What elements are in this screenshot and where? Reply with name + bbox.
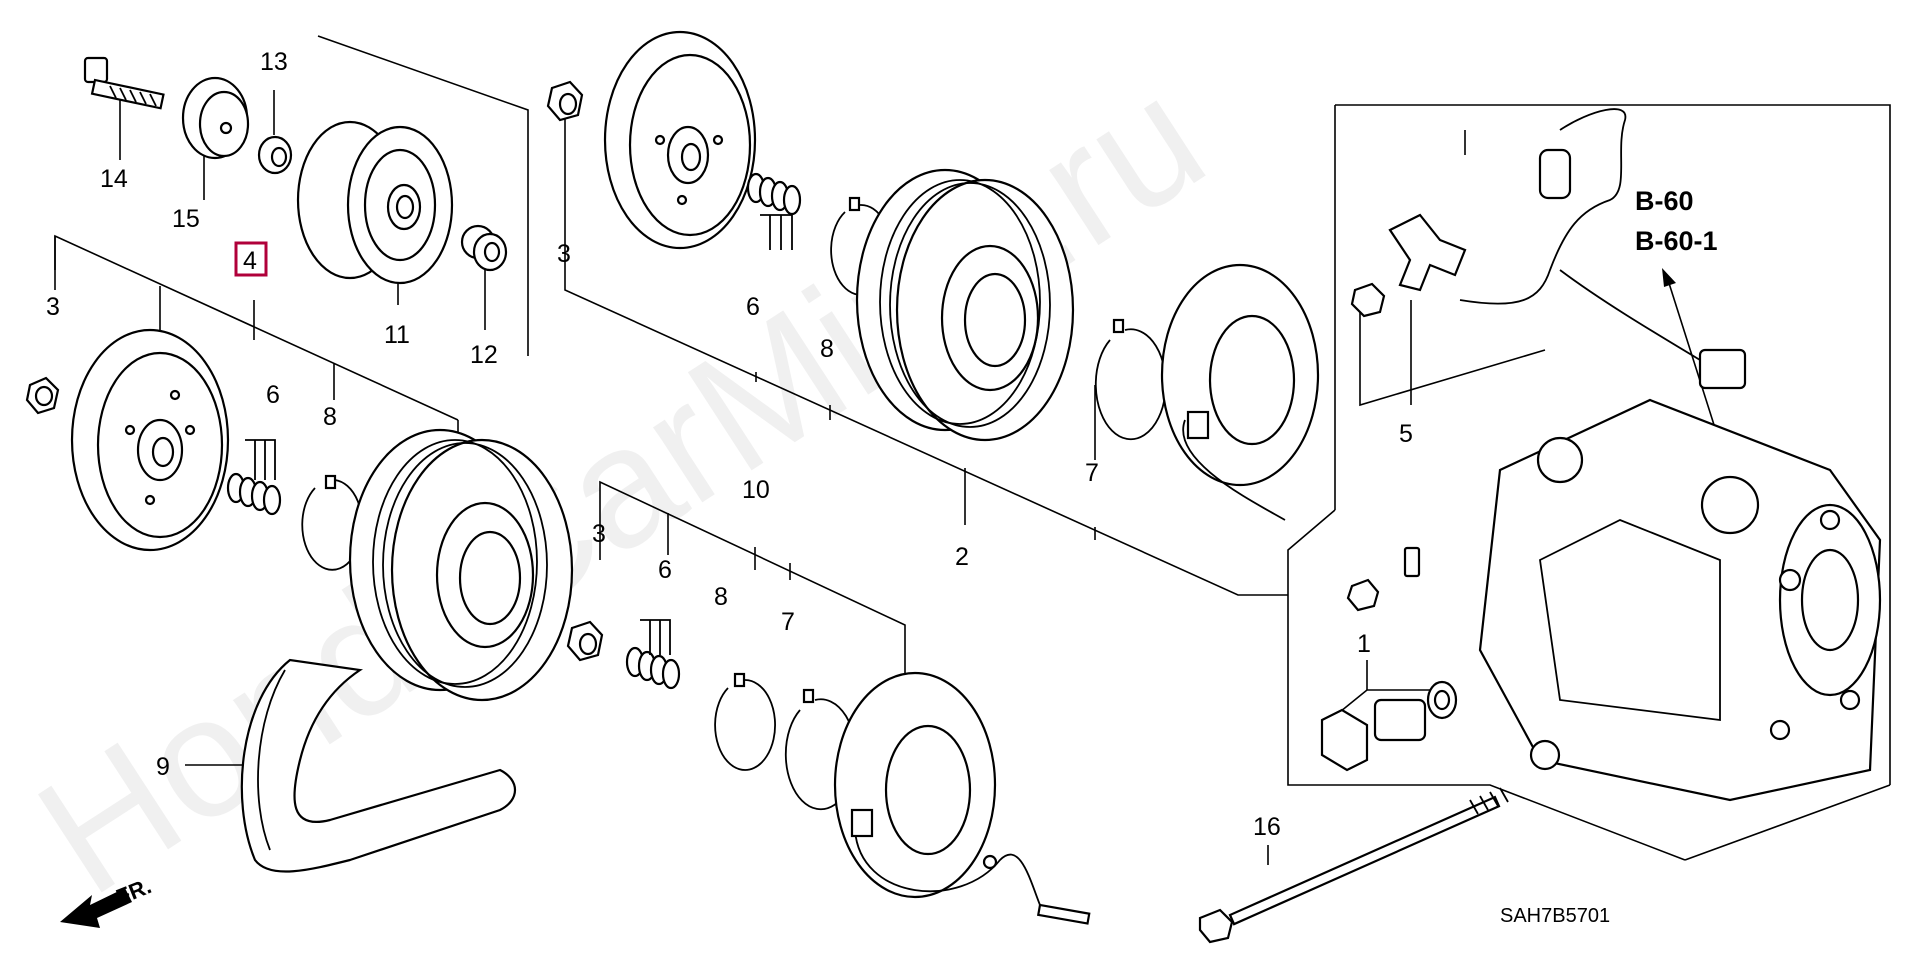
callout-labels: 13 14 15 4 11 12 3 6 8 9 3 6 8 2 7 10 3 … (46, 48, 1413, 841)
callout-8b: 8 (820, 335, 834, 363)
shims-6a-part (226, 439, 282, 516)
callout-3b: 3 (557, 240, 571, 268)
snap-ring-8a-part (301, 474, 364, 571)
group-lines (54, 35, 1891, 865)
callout-1: 1 (1357, 630, 1371, 658)
callout-2: 2 (955, 543, 969, 571)
nut-3a-part (25, 376, 60, 415)
field-coil-top-part (1160, 263, 1320, 521)
callout-10: 10 (742, 476, 770, 504)
callout-5: 5 (1399, 420, 1413, 448)
armature-plate-top-part (603, 30, 757, 250)
bolt-16-part (1198, 787, 1509, 944)
callout-4: 4 (243, 247, 257, 275)
snap-ring-7a-part (1094, 318, 1167, 441)
callout-3c: 3 (592, 520, 606, 548)
callout-9: 9 (156, 753, 170, 781)
callout-14: 14 (100, 165, 128, 193)
ref-b60: B-60 (1635, 186, 1694, 216)
callout-6c: 6 (658, 556, 672, 584)
nut-3b-part (546, 80, 584, 122)
compressor-body-part (1478, 398, 1882, 802)
callout-13: 13 (260, 48, 288, 76)
drawing-code: SAH7B5701 (1500, 905, 1610, 927)
callout-16: 16 (1253, 813, 1281, 841)
switch-1-part (1320, 546, 1458, 772)
pulley-left-part (348, 428, 574, 702)
front-arrow-icon (60, 888, 132, 928)
callout-8a: 8 (323, 403, 337, 431)
shims-6c-part (625, 619, 681, 690)
harness-5-part (1350, 108, 1747, 390)
highlight-box-4 (234, 241, 268, 277)
field-coil-bottom-part (833, 671, 1091, 925)
snap-ring-7b-part (784, 688, 857, 811)
callout-6b: 6 (746, 293, 760, 321)
idler-pulley-11-part (296, 120, 454, 285)
drive-belt-9-part (240, 658, 516, 873)
callout-11: 11 (384, 321, 410, 349)
callout-7a: 7 (1085, 459, 1099, 487)
snap-ring-8c-part (714, 672, 776, 771)
callout-7b: 7 (781, 608, 795, 636)
ref-b60-1: B-60-1 (1635, 226, 1718, 256)
pulley-top-part (855, 168, 1075, 442)
bushing-12-part (460, 224, 508, 272)
nut-13-part (257, 135, 293, 175)
callout-3a: 3 (46, 293, 60, 321)
armature-plate-left-part (70, 328, 230, 552)
callout-8c: 8 (714, 583, 728, 611)
shims-6b-part (746, 172, 802, 250)
callout-6a: 6 (266, 381, 280, 409)
washer-15-part (181, 76, 250, 160)
bolt-14-part (83, 56, 165, 110)
callout-12: 12 (470, 341, 498, 369)
nut-3c-part (566, 620, 604, 662)
callout-15: 15 (172, 205, 200, 233)
